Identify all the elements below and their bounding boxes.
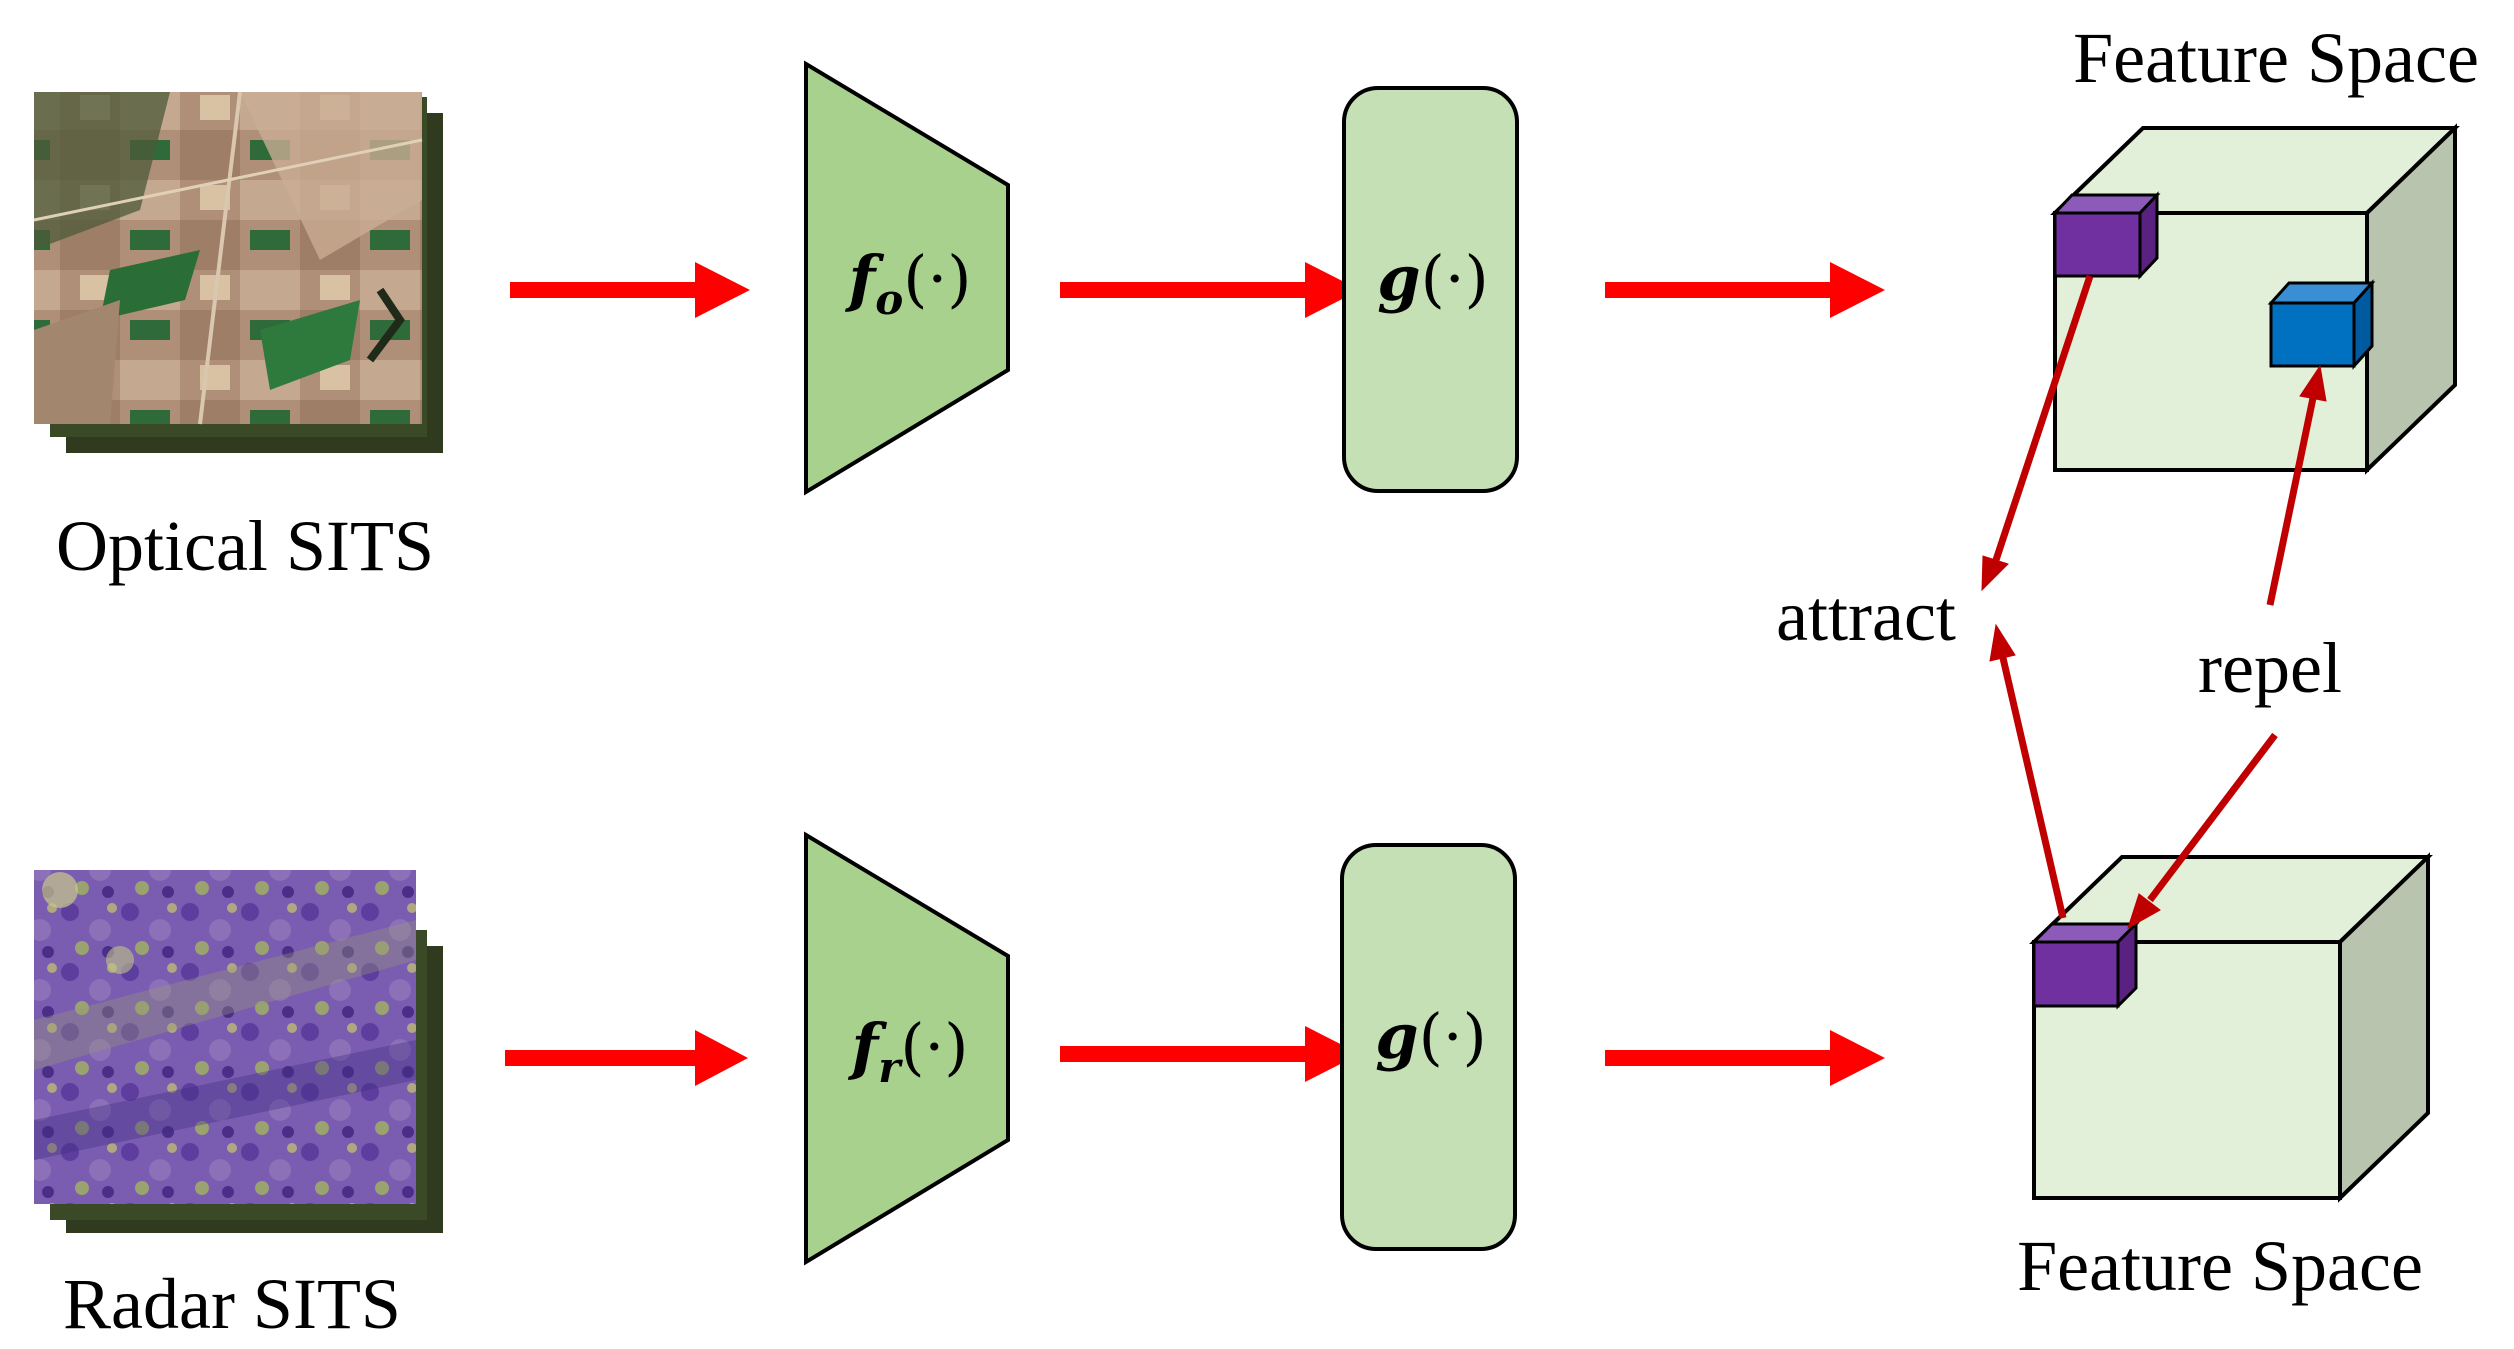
optical-sits-label: Optical SITS [56,506,434,586]
optical-image [33,91,423,425]
optical-projector: g(·) [1342,86,1519,493]
radar-projector: g(·) [1340,843,1517,1251]
flow-arrow-encoder-to-projector-top [1060,262,1360,318]
feature-space-top-cube [2050,123,2460,475]
optical-encoder: fo(·) [804,60,1010,496]
repel-arrow-bottom [2127,732,2278,930]
repel-label: repel [2198,628,2342,708]
feature-space-bottom-label: Feature Space [2017,1226,2423,1306]
radar-sits-stack [34,870,443,1233]
radar-projector-label: g(·) [1375,1000,1486,1073]
anchor-cube-top [2051,191,2161,280]
optical-projector-label: g(·) [1377,242,1488,315]
radar-encoder-label: fr(·) [848,1010,969,1092]
radar-encoder: fr(·) [804,831,1010,1266]
optical-encoder-label: fo(·) [845,242,972,324]
flow-arrow-radar-to-encoder [505,1030,748,1086]
negative-cube-top [2267,279,2376,370]
flow-arrow-projector-to-space-bottom [1605,1030,1885,1086]
attract-arrow-bottom [1989,623,2067,919]
flow-arrows [505,262,1885,1086]
attract-arrow-top [1981,274,2094,592]
radar-sits-label: Radar SITS [63,1264,401,1344]
flow-arrow-optical-to-encoder [510,262,750,318]
flow-arrow-encoder-to-projector-bottom [1060,1026,1360,1082]
feature-space-top-label: Feature Space [2073,18,2479,98]
anchor-cube-bottom [2030,920,2140,1010]
feature-space-bottom-cube [2029,852,2433,1203]
optical-sits-stack [33,91,443,453]
repel-arrow-top [2266,364,2327,606]
relation-arrows [1981,274,2327,930]
radar-image [34,870,416,1204]
flow-arrow-projector-to-space-top [1605,262,1885,318]
attract-label: attract [1776,576,1956,656]
